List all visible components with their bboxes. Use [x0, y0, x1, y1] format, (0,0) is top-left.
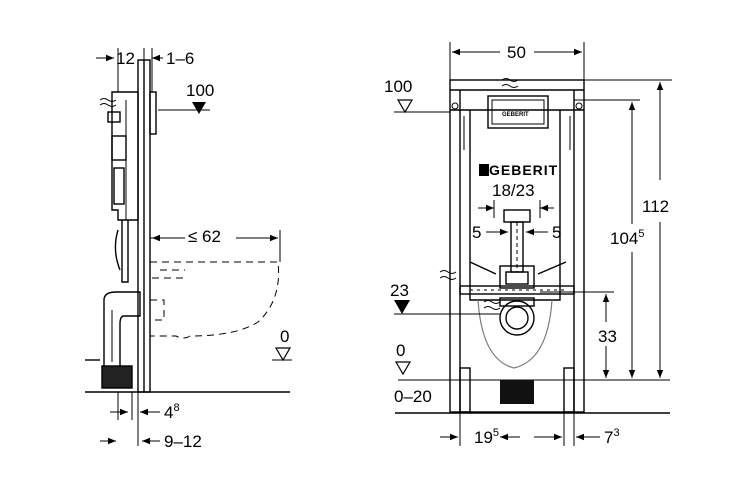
- level-marker-open-100: [396, 99, 414, 114]
- dim-33-label: 33: [598, 327, 617, 346]
- dim-104-label: 1045: [610, 228, 645, 248]
- wc-bowl-outline: [150, 261, 280, 339]
- dim-1-6-label: 1–6: [166, 49, 194, 68]
- dim-12-label: 12: [116, 49, 135, 68]
- wc-bowl-front: [477, 299, 553, 369]
- dim-18-23-label: 18/23: [492, 181, 535, 200]
- side-view: 12 1–6 100 ≤ 62 0 48 9–12: [85, 48, 292, 451]
- dim-62-label: ≤ 62: [188, 227, 221, 246]
- cistern-side: [111, 91, 139, 221]
- level-23-label: 23: [390, 281, 409, 300]
- dim-50-label: 50: [507, 43, 526, 62]
- actuator-plate-side: [149, 91, 157, 135]
- dim-0-20-label: 0–20: [394, 387, 432, 406]
- cistern-body: [469, 110, 561, 301]
- water-supply-icon-front: [501, 78, 519, 88]
- actuator-plate: [487, 95, 549, 129]
- brand-label: GEBERIT: [489, 162, 558, 178]
- level-marker-filled: [192, 102, 206, 114]
- level-0-front-label: 0: [396, 341, 405, 360]
- level-marker-open: [274, 347, 292, 362]
- drain-elbow: [103, 291, 141, 371]
- dim-19-label: 195: [474, 427, 499, 447]
- dim-7-label: 73: [604, 427, 620, 447]
- level-marker-filled-23: [394, 300, 410, 314]
- connector-hub: [499, 265, 535, 289]
- level-0-side-label: 0: [280, 327, 289, 346]
- level-100-label: 100: [186, 81, 214, 100]
- frame-outline: [449, 79, 585, 413]
- drain-pipe-end: [500, 380, 534, 404]
- dim-112-label: 112: [642, 197, 669, 216]
- dim-9-12-label: 9–12: [164, 432, 202, 451]
- dim-5-right-label: 5: [552, 223, 561, 242]
- level-marker-open-0: [394, 361, 412, 376]
- dim-4-label: 48: [164, 402, 180, 422]
- dim-5-left-label: 5: [472, 223, 481, 242]
- plate-brand-label: GEBERIT: [502, 112, 529, 118]
- level-100-front-label: 100: [384, 77, 412, 96]
- drain-opening: [499, 300, 535, 336]
- front-view: GEBERIT GEBERIT 18/23 5 5: [384, 42, 672, 447]
- water-supply-icon: [99, 98, 117, 107]
